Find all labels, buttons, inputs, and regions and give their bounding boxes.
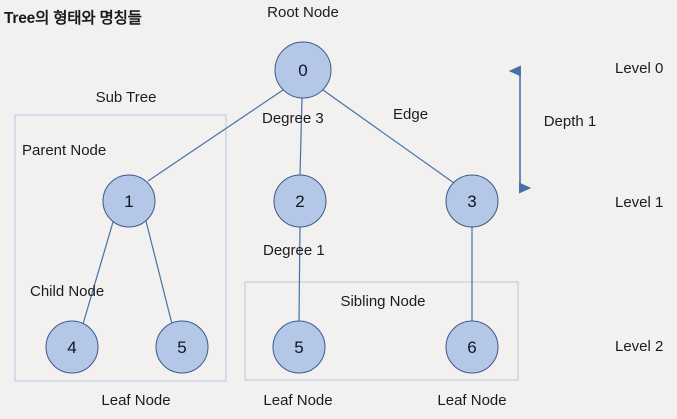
tree-node-n5r[interactable] xyxy=(272,320,326,374)
annotation-level-2: Level 2 xyxy=(615,338,664,355)
tree-node-n3[interactable] xyxy=(445,174,499,228)
tree-edge-root-n2 xyxy=(299,97,303,176)
tree-edge-n2-n5r xyxy=(298,226,301,322)
node-value-n2: 2 xyxy=(295,192,305,211)
annotation-leaf-node-2: Leaf Node xyxy=(263,392,333,409)
node-value-n3: 3 xyxy=(467,192,477,211)
tree-node-n4[interactable] xyxy=(45,320,99,374)
annotation-depth-1: Depth 1 xyxy=(543,113,597,130)
annotation-root-node: Root Node xyxy=(267,4,339,21)
tree-edges xyxy=(82,89,473,325)
annotation-level-1: Level 1 xyxy=(615,194,664,211)
node-value-n5r: 5 xyxy=(294,338,304,357)
tree-nodes xyxy=(45,41,499,374)
annotation-child-node: Child Node xyxy=(30,283,105,300)
tree-node-n5l[interactable] xyxy=(155,320,209,374)
annotation-leaf-node-3: Leaf Node xyxy=(437,392,507,409)
grouping-boxes xyxy=(14,114,519,382)
annotation-sub-tree: Sub Tree xyxy=(95,89,157,106)
node-value-n4: 4 xyxy=(67,338,77,357)
annotation-sibling-node: Sibling Node xyxy=(340,293,426,310)
sub-tree-box xyxy=(14,114,227,382)
tree-edge-n1-n4 xyxy=(82,221,114,325)
annotation-degree-3: Degree 3 xyxy=(262,110,324,127)
node-value-n5l: 5 xyxy=(177,338,187,357)
page-title: Tree의 형태와 명칭들 xyxy=(4,10,142,27)
tree-edge-root-n3 xyxy=(322,89,455,184)
tree-node-root[interactable] xyxy=(274,41,332,99)
annotation-leaf-node-1: Leaf Node xyxy=(101,392,171,409)
tree-edge-root-n1 xyxy=(147,89,284,182)
tree-node-n2[interactable] xyxy=(273,174,327,228)
annotation-edge: Edge xyxy=(393,106,429,123)
annotation-degree-1: Degree 1 xyxy=(263,242,325,259)
annotation-parent-node: Parent Node xyxy=(22,142,107,159)
tree-node-n6[interactable] xyxy=(445,320,499,374)
node-value-n1: 1 xyxy=(124,192,134,211)
tree-edge-n1-n5l xyxy=(145,220,173,325)
sibling-box xyxy=(244,281,519,381)
tree-node-n1[interactable] xyxy=(102,174,156,228)
annotation-level-0: Level 0 xyxy=(615,60,664,77)
node-value-root: 0 xyxy=(298,61,308,80)
node-value-n6: 6 xyxy=(467,338,477,357)
